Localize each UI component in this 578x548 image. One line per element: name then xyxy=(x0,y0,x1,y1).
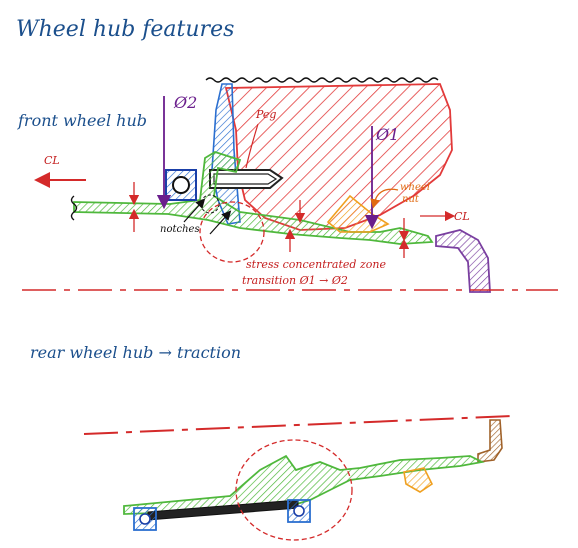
page-title: Wheel hub features xyxy=(16,17,234,42)
rear-wheel-nut xyxy=(403,467,434,493)
peg-bolt xyxy=(209,169,284,189)
phi1-label: Ø1 xyxy=(375,125,399,144)
rear-stress-zone-outline xyxy=(235,439,353,541)
wheel-rim-section xyxy=(435,229,491,293)
notches-arrow-2 xyxy=(209,210,232,235)
cl-left-label: CL xyxy=(44,154,60,167)
rear-wheel-hub-diagram: rear wheel hub → traction xyxy=(30,343,513,541)
notches-label: notches xyxy=(160,224,200,235)
rear-centerline xyxy=(83,415,513,435)
rear-hub-heading: rear wheel hub → traction xyxy=(30,343,241,362)
peg-pointer xyxy=(245,123,259,169)
wheel-nut-pointer xyxy=(370,188,399,209)
wheel-nut-label-line1: wheel xyxy=(400,182,430,193)
rear-bearing-left-ball xyxy=(139,513,151,525)
notches-arrow-1 xyxy=(183,198,206,223)
front-hub-heading: front wheel hub xyxy=(17,111,147,130)
front-wheel-hub-diagram: front wheel hub Ø2 Ø1 Peg CL xyxy=(17,77,558,293)
hub-section xyxy=(73,151,434,245)
stress-zone-outline xyxy=(199,201,265,263)
axle-break-mark xyxy=(70,195,78,221)
phi2-label: Ø2 xyxy=(173,93,197,112)
peg-label: Peg xyxy=(255,108,276,121)
stress-zone-label: stress concentrated zone xyxy=(246,258,386,271)
wheel-nut-label-line2: nut xyxy=(402,194,420,205)
bearing-ball xyxy=(172,176,190,194)
rear-bearing-right-ball xyxy=(293,505,305,517)
rear-rim-flange xyxy=(477,419,503,463)
cl-right-label: CL xyxy=(454,210,470,223)
rim-edge-line xyxy=(205,77,439,83)
transition-label: transition Ø1 → Ø2 xyxy=(242,274,348,287)
